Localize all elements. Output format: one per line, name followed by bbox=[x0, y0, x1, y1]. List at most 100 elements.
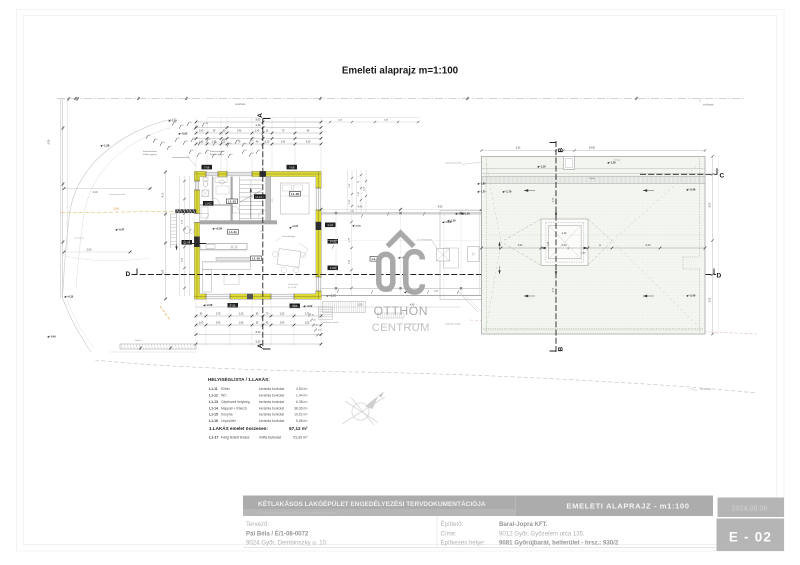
svg-text:5,68 m²: 5,68 m² bbox=[296, 419, 308, 423]
svg-text:70: 70 bbox=[238, 142, 241, 144]
svg-text:-0,40: -0,40 bbox=[50, 335, 56, 338]
svg-text:szintvonalveszelle: szintvonalveszelle bbox=[109, 193, 126, 196]
svg-text:T-06: T-06 bbox=[292, 304, 298, 308]
svg-text:Építtető:: Építtető: bbox=[441, 521, 464, 528]
svg-text:kerámia burkolat: kerámia burkolat bbox=[259, 406, 284, 410]
svg-text:beltéri egység: beltéri egység bbox=[210, 153, 224, 156]
svg-text:5,05: 5,05 bbox=[388, 291, 393, 293]
svg-text:6,30: 6,30 bbox=[516, 148, 521, 150]
svg-text:B: B bbox=[557, 148, 564, 153]
svg-text:ács felülvilágító: ács felülvilágító bbox=[417, 239, 433, 242]
svg-text:5,95: 5,95 bbox=[710, 297, 712, 302]
svg-text:1,95: 1,95 bbox=[239, 323, 244, 325]
svg-text:1,40: 1,40 bbox=[358, 191, 360, 196]
svg-text:15: 15 bbox=[251, 153, 254, 155]
svg-text:90: 90 bbox=[148, 135, 151, 137]
svg-text:30: 30 bbox=[358, 180, 360, 183]
svg-text:90: 90 bbox=[177, 138, 180, 140]
svg-text:-1,28: -1,28 bbox=[103, 143, 110, 147]
svg-text:Címe:: Címe: bbox=[441, 530, 458, 537]
svg-text:B: B bbox=[557, 347, 564, 352]
svg-text:15: 15 bbox=[244, 150, 247, 152]
svg-text:Nappali + Étkező: Nappali + Étkező bbox=[221, 405, 247, 410]
svg-text:17,5: 17,5 bbox=[272, 198, 274, 202]
svg-text:L1-16: L1-16 bbox=[252, 257, 260, 261]
svg-text:Tervező:: Tervező: bbox=[246, 521, 269, 528]
svg-text:Fütésrendszer: Fütésrendszer bbox=[143, 150, 157, 153]
svg-text:3,40: 3,40 bbox=[216, 323, 221, 325]
svg-text:2,42: 2,42 bbox=[338, 120, 343, 122]
svg-text:5,10: 5,10 bbox=[182, 219, 184, 224]
svg-text:15: 15 bbox=[196, 126, 199, 128]
svg-text:fsz bútorlapja: fsz bútorlapja bbox=[282, 235, 296, 238]
svg-text:15: 15 bbox=[266, 131, 269, 133]
svg-text:C: C bbox=[720, 172, 725, 179]
svg-text:±0 +1,40: ±0 +1,40 bbox=[288, 287, 297, 289]
svg-text:15: 15 bbox=[223, 139, 226, 141]
svg-text:5,30: 5,30 bbox=[384, 120, 389, 122]
svg-text:5,65: 5,65 bbox=[163, 269, 165, 274]
svg-text:Építkezés helye:: Építkezés helye: bbox=[441, 540, 486, 547]
svg-text:6,30: 6,30 bbox=[256, 124, 261, 127]
svg-text:90: 90 bbox=[200, 314, 203, 316]
svg-text:2,40: 2,40 bbox=[280, 323, 285, 325]
svg-text:40: 40 bbox=[169, 146, 172, 148]
svg-text:Baral-Jopra KFT.: Baral-Jopra KFT. bbox=[499, 521, 548, 528]
svg-text:2024.06.06.: 2024.06.06. bbox=[732, 504, 770, 513]
svg-text:9,30: 9,30 bbox=[256, 341, 261, 344]
svg-text:20: 20 bbox=[314, 320, 317, 322]
svg-text:2,20: 2,20 bbox=[239, 314, 244, 316]
svg-text:kerámia burkolat: kerámia burkolat bbox=[259, 387, 284, 391]
svg-text:30: 30 bbox=[181, 125, 184, 127]
svg-text:1,44 m²: 1,44 m² bbox=[296, 394, 308, 398]
svg-text:L1-17: L1-17 bbox=[372, 257, 380, 261]
svg-text:40: 40 bbox=[229, 143, 232, 145]
svg-text:30: 30 bbox=[568, 247, 570, 249]
svg-text:L1-14: L1-14 bbox=[209, 406, 218, 410]
svg-text:műfa burkolat: műfa burkolat bbox=[259, 436, 281, 440]
svg-text:+0,09: +0,09 bbox=[215, 226, 222, 230]
svg-text:1.LAKÁS emelet összesen:: 1.LAKÁS emelet összesen: bbox=[209, 425, 268, 431]
svg-text:2,75: 2,75 bbox=[216, 314, 221, 316]
svg-text:2,40: 2,40 bbox=[562, 232, 567, 235]
svg-text:Fütésrendszer: Fütésrendszer bbox=[210, 150, 224, 153]
svg-text:telekhatár: telekhatár bbox=[235, 103, 246, 106]
svg-text:1,50: 1,50 bbox=[199, 131, 204, 133]
svg-text:40: 40 bbox=[244, 143, 247, 145]
svg-text:67,12 m²: 67,12 m² bbox=[289, 426, 308, 431]
svg-text:6,30: 6,30 bbox=[553, 197, 555, 202]
svg-text:3,40: 3,40 bbox=[349, 259, 351, 264]
svg-text:9012 Győr, Győzelem utca 135.: 9012 Győr, Győzelem utca 135. bbox=[499, 530, 585, 537]
svg-text:Gépészeti helyiség: Gépészeti helyiség bbox=[221, 400, 250, 404]
svg-text:Ez a terv szerzői jog által vé: Ez a terv szerzői jog által védett szell… bbox=[258, 511, 337, 515]
svg-text:6,30: 6,30 bbox=[265, 142, 270, 144]
svg-text:A: A bbox=[257, 343, 264, 348]
svg-text:1,00: 1,00 bbox=[350, 211, 355, 213]
svg-text:40: 40 bbox=[256, 142, 259, 144]
svg-text:L1-13: L1-13 bbox=[209, 400, 218, 404]
svg-text:2,40: 2,40 bbox=[562, 244, 567, 247]
svg-text:téli kertész: téli kertész bbox=[288, 283, 298, 286]
svg-text:L1-F16: L1-F16 bbox=[256, 195, 265, 199]
svg-text:-0,02: -0,02 bbox=[181, 131, 188, 135]
svg-text:30: 30 bbox=[191, 150, 194, 152]
svg-text:9024 Győr, Dembinszky u. 10.: 9024 Győr, Dembinszky u. 10. bbox=[246, 540, 328, 547]
svg-text:L1-17: L1-17 bbox=[209, 436, 218, 440]
svg-text:L1-13: L1-13 bbox=[228, 200, 236, 204]
svg-text:L1-08: L1-08 bbox=[183, 241, 190, 245]
svg-text:2,70: 2,70 bbox=[305, 314, 310, 316]
svg-text:HELYISÉGLISTA / 1.LAKÁS:: HELYISÉGLISTA / 1.LAKÁS: bbox=[208, 375, 270, 382]
svg-text:T-08: T-08 bbox=[204, 165, 210, 169]
svg-text:2,45: 2,45 bbox=[255, 131, 260, 133]
svg-text:L1-18: L1-18 bbox=[291, 192, 299, 196]
svg-text:-1,00: -1,00 bbox=[480, 183, 486, 185]
svg-text:-0,47: -0,47 bbox=[118, 227, 125, 231]
svg-text:kerámia burkolat: kerámia burkolat bbox=[259, 413, 284, 417]
svg-text:4,10: 4,10 bbox=[93, 191, 98, 194]
svg-text:L1-11: L1-11 bbox=[209, 387, 218, 391]
svg-text:6,60: 6,60 bbox=[710, 202, 712, 207]
svg-text:1,40: 1,40 bbox=[237, 131, 242, 133]
svg-text:L1-02: L1-02 bbox=[205, 202, 212, 206]
svg-text:4,50: 4,50 bbox=[438, 207, 443, 209]
svg-text:40: 40 bbox=[307, 131, 310, 133]
